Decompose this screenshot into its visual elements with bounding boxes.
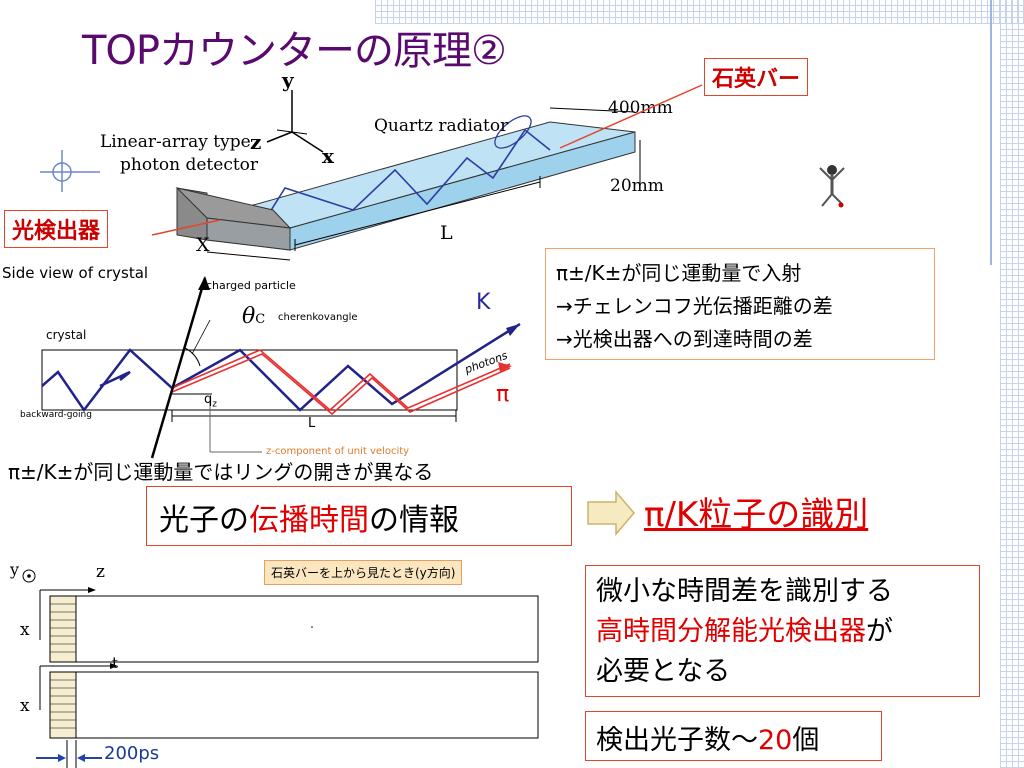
need-line-2-red: 高時間分解能光検出器: [596, 616, 866, 647]
count-post: 個: [792, 725, 820, 756]
dim-height-label: 20mm: [610, 176, 664, 196]
cherenkov-angle-label: cherenkovangle: [278, 312, 358, 323]
photon-box-post: の情報: [369, 503, 459, 538]
photodetector-callout: 光検出器: [4, 210, 109, 248]
need-line-2: 高時間分解能光検出器が: [596, 612, 969, 652]
charged-particle-label: charged particle: [206, 279, 296, 292]
axis-label-x: x: [322, 144, 334, 168]
dotted-grid-decoration: [375, 0, 1024, 24]
length-l-label: L: [308, 416, 316, 431]
side-view-title: Side view of crystal: [2, 264, 149, 282]
momentum-info-box: π±/K±が同じ運動量で入射 →チェレンコフ光伝播距離の差 →光検出器への到達時…: [545, 248, 935, 360]
side-view-figure: [41, 276, 521, 459]
quartz-bar-callout: 石英バー: [704, 58, 809, 96]
need-line-1: 微小な時間差を識別する: [596, 576, 893, 607]
photon-propagation-box: 光子の伝播時間の情報: [146, 486, 572, 546]
info-line-1: π±/K±が同じ運動量で入射: [556, 261, 802, 285]
info-line-3: →光検出器への到達時間の差: [556, 327, 813, 351]
top-axis-x2: x: [20, 696, 30, 716]
photon-box-pre: 光子の: [159, 503, 249, 538]
dim-x-label: X: [196, 234, 210, 256]
dim-length-label: 400mm: [608, 98, 673, 118]
quartz-bar-3d-figure: [175, 90, 641, 261]
count-pre: 検出光子数～: [596, 725, 758, 756]
pion-label: π: [496, 382, 510, 407]
radiator-label: Quartz radiator: [374, 116, 509, 136]
top-axis-x1: x: [20, 620, 30, 640]
identification-label: π/K粒子の識別: [644, 495, 869, 535]
person-figure-icon: [819, 165, 845, 208]
need-line-2-black: が: [866, 616, 893, 647]
right-arrow-icon: [587, 490, 635, 536]
z-component-label: z-component of unit velocity: [266, 446, 410, 457]
dim-l-label: L: [440, 222, 453, 244]
top-view-figure: [22, 569, 539, 768]
kaon-label: K: [476, 290, 491, 315]
dotted-grid-decoration-right: [1000, 0, 1024, 768]
top-view-label: 石英バーを上から見たとき(y方向): [264, 560, 463, 585]
photon-box-highlight: 伝播時間: [249, 503, 369, 538]
top-axis-y: y: [10, 560, 20, 579]
time-scale-label: 200ps: [104, 743, 160, 764]
top-axis-t: t: [112, 654, 119, 672]
vertical-divider-line: [990, 0, 992, 265]
detector-label-1: Linear-array type: [100, 132, 251, 152]
resolution-need-box: 微小な時間差を識別する 高時間分解能光検出器が 必要となる: [585, 565, 980, 697]
axis-label-y: y: [282, 68, 294, 92]
crosshair-icon: [40, 150, 100, 192]
top-axis-z: z: [96, 562, 105, 582]
slide-title: TOPカウンターの原理②: [82, 28, 507, 74]
photon-count-box: 検出光子数～20個: [585, 711, 882, 761]
ring-caption: π±/K±が同じ運動量ではリングの開きが異なる: [8, 460, 434, 484]
backward-going-label: backward-going: [20, 410, 92, 420]
axis-label-z: z: [250, 130, 262, 154]
theta-label: θC: [242, 304, 266, 329]
qz-label: qz: [204, 392, 217, 410]
need-line-3: 必要となる: [596, 656, 731, 687]
detector-label-2: photon detector: [120, 155, 259, 175]
info-line-2: →チェレンコフ光伝播距離の差: [556, 294, 833, 318]
count-number: 20: [758, 725, 793, 756]
callout-lines: [151, 84, 703, 236]
crystal-label: crystal: [46, 328, 87, 342]
